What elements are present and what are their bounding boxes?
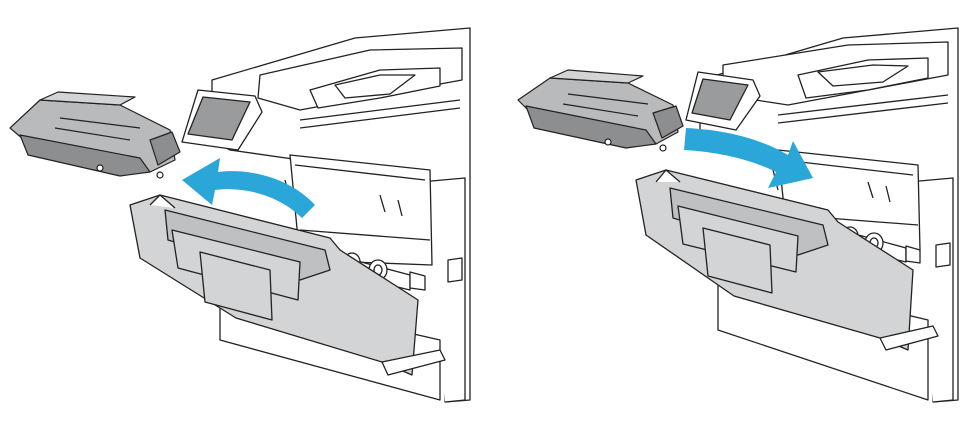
step-remove-panel [9,27,471,403]
control-panel-icon [181,89,263,151]
arrow-icon [182,158,315,218]
arrow-icon [684,128,813,188]
step-insert-panel [488,0,976,434]
toner-cartridge-icon [9,91,181,179]
toner-cartridge-icon [517,69,684,152]
insert-cartridge-illustration [517,27,959,403]
control-panel-icon [685,71,761,131]
remove-cartridge-illustration [9,27,471,403]
